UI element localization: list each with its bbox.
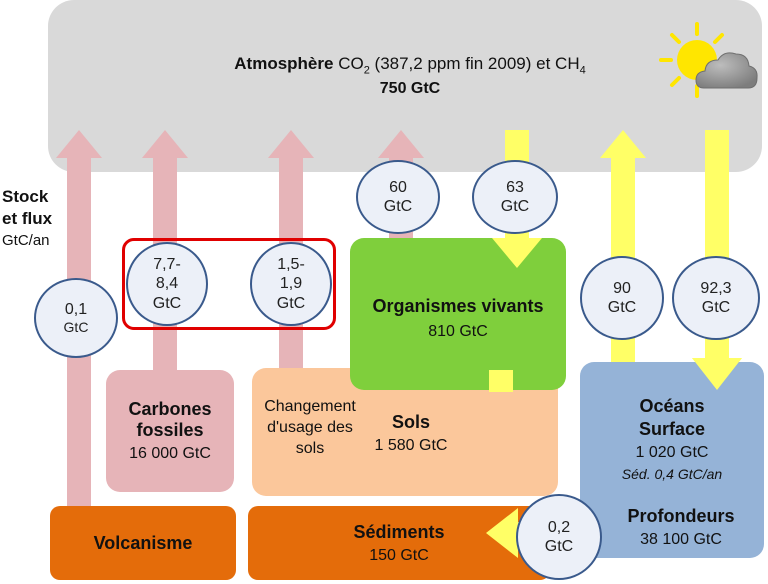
flux-bio-up-unit: GtC — [383, 198, 413, 215]
flux-ocean-up-unit: GtC — [607, 299, 637, 316]
deep-value: 38 100 GtC — [640, 531, 722, 548]
bio-down-arrow-tip — [492, 238, 542, 268]
flux-volcanism-unit: GtC — [63, 319, 89, 336]
flux-bio-down-value: 63 — [506, 178, 524, 196]
volcanism-label: Volcanisme — [93, 532, 193, 553]
legend-flux: et flux — [2, 209, 53, 228]
flux-bio-down: 63 GtC — [472, 160, 558, 234]
fossil-carbon-box: Carbones fossiles 16 000 GtC — [106, 370, 234, 492]
flux-volcanism: 0,1 GtC — [34, 278, 118, 358]
soils-label: Sols 1 580 GtC — [356, 412, 466, 455]
flux-land-use: 1,5- 1,9 GtC — [250, 242, 332, 326]
anthropogenic-highlight — [122, 238, 336, 330]
flux-ocean-up: 90 GtC — [580, 256, 664, 340]
sediments-value: 150 GtC — [369, 546, 429, 564]
deep-title: Profondeurs — [627, 506, 735, 526]
land-use-label: Changement d'usage des sols — [256, 396, 364, 459]
volcanism-box: Volcanisme — [50, 506, 236, 580]
sediments-title: Sédiments — [353, 521, 445, 542]
fossil-value: 16 000 GtC — [129, 445, 211, 462]
flux-ocean-down-value: 92,3 — [700, 279, 732, 297]
flux-sediment-value: 0,2 — [547, 518, 571, 536]
flux-fossil-line-1: 7,7- — [153, 256, 181, 274]
cloud-icon — [695, 52, 758, 89]
flux-ocean-up-value: 90 — [613, 279, 631, 297]
flux-land-use-line-2: 1,9 — [279, 275, 303, 293]
flux-ocean-down: 92,3 GtC — [672, 256, 760, 340]
co2-subscript: 2 — [363, 64, 370, 77]
flux-sediment: 0,2 GtC — [516, 494, 602, 580]
flux-fossil-line-2: 8,4 — [155, 275, 179, 293]
atmosphere-formula-prefix: CO — [338, 54, 364, 73]
ch4-subscript: 4 — [579, 64, 586, 77]
land-use-line-3: sols — [295, 440, 325, 457]
atmosphere-formula-mid: (387,2 ppm fin 2009) et CH — [369, 54, 580, 73]
fossil-title-2: fossiles — [136, 420, 204, 440]
flux-bio-down-unit: GtC — [500, 198, 530, 215]
deep-ocean-label: Profondeurs 38 100 GtC — [598, 506, 764, 549]
soils-title: Sols — [391, 412, 430, 432]
flux-land-use-line-1: 1,5- — [277, 256, 305, 274]
flux-volcanism-value: 0,1 — [64, 301, 88, 318]
land-use-line-1: Changement — [264, 398, 356, 415]
ocean-value: 1 020 GtC — [635, 444, 709, 461]
living-title: Organismes vivants — [372, 295, 544, 316]
flux-sediment-unit: GtC — [544, 538, 574, 555]
ocean-title-2: Surface — [638, 419, 706, 439]
flux-bio-up-value: 60 — [389, 178, 407, 196]
atmosphere-stock: 750 GtC — [379, 80, 441, 98]
atmosphere-title: Atmosphère CO2 (387,2 ppm fin 2009) et C… — [150, 54, 670, 98]
living-to-soils-arrow-stem — [489, 370, 513, 392]
ocean-box — [580, 362, 764, 558]
ocean-sedimentation: Séd. 0,4 GtC/an — [621, 466, 723, 482]
stock-flux-legend: Stock et flux GtC/an — [2, 186, 52, 252]
living-organisms-box: Organismes vivants 810 GtC — [350, 238, 566, 390]
flux-fossil: 7,7- 8,4 GtC — [126, 242, 208, 326]
flux-fossil-unit: GtC — [152, 294, 182, 312]
living-value: 810 GtC — [428, 322, 488, 340]
soils-value: 1 580 GtC — [374, 437, 448, 454]
legend-stock: Stock — [2, 187, 49, 206]
ocean-down-arrow-head — [692, 358, 742, 390]
atmosphere-title-bold: Atmosphère — [234, 54, 334, 73]
ocean-title-1: Océans — [639, 396, 705, 416]
flux-ocean-down-unit: GtC — [701, 299, 731, 316]
fossil-title-1: Carbones — [128, 399, 212, 419]
flux-bio-up: 60 GtC — [356, 160, 440, 234]
ocean-label: Océans Surface 1 020 GtC Séd. 0,4 GtC/an — [580, 396, 764, 482]
legend-unit: GtC/an — [2, 232, 50, 249]
land-use-line-2: d'usage des — [267, 419, 353, 436]
flux-land-use-unit: GtC — [276, 294, 306, 312]
